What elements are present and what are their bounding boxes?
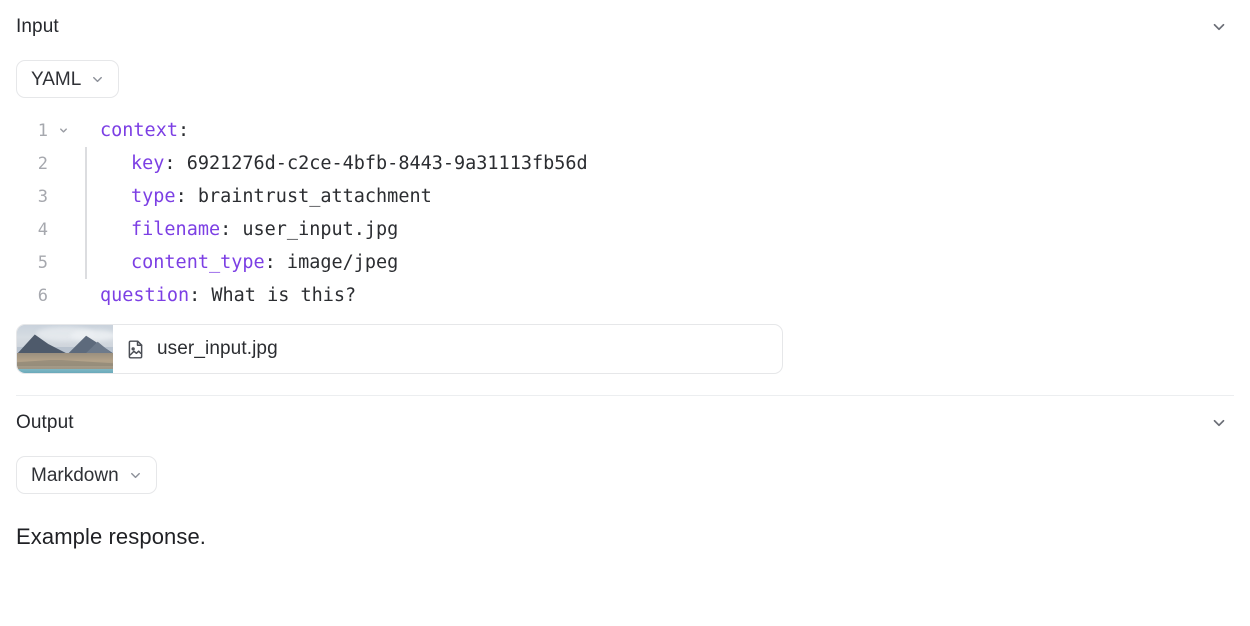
input-section-header[interactable]: Input: [0, 0, 1250, 54]
yaml-value: : user_input.jpg: [220, 219, 399, 240]
code-line: 1 context:: [0, 114, 1250, 147]
chevron-down-icon[interactable]: [52, 114, 74, 147]
yaml-value: : image/jpeg: [264, 252, 399, 273]
code-line-text: key: 6921276d-c2ce-4bfb-8443-9a31113fb56…: [100, 147, 588, 180]
indent-guide: [74, 147, 100, 180]
line-number: 4: [37, 220, 48, 240]
line-number: 2: [37, 154, 48, 174]
yaml-key: question: [100, 285, 190, 306]
chevron-down-icon: [90, 72, 105, 87]
yaml-value: : braintrust_attachment: [175, 186, 432, 207]
input-format-dropdown[interactable]: YAML: [16, 60, 120, 98]
chevron-down-icon: [128, 468, 143, 483]
yaml-key: context: [100, 120, 178, 141]
code-line: 6 question: What is this?: [0, 279, 1250, 312]
indent-guide: [74, 246, 100, 279]
output-section-title: Output: [16, 412, 74, 433]
yaml-key: content_type: [131, 252, 265, 273]
output-format-label: Markdown: [31, 464, 119, 486]
code-line-text: question: What is this?: [100, 279, 356, 312]
code-line-text: type: braintrust_attachment: [100, 180, 432, 213]
section-divider: [16, 395, 1234, 396]
indent-guide: [74, 114, 100, 147]
input-section-title: Input: [16, 16, 59, 37]
code-line-text: content_type: image/jpeg: [100, 246, 398, 279]
yaml-value: : 6921276d-c2ce-4bfb-8443-9a31113fb56d: [164, 153, 588, 174]
code-line-text: filename: user_input.jpg: [100, 213, 398, 246]
code-line-text: context:: [100, 114, 189, 147]
code-line: 3 type: braintrust_attachment: [0, 180, 1250, 213]
line-number: 5: [37, 253, 48, 273]
indent-guide: [74, 180, 100, 213]
attachment-area: user_input.jpg: [0, 312, 1250, 374]
indent-guide: [74, 279, 100, 312]
line-number: 6: [37, 286, 48, 306]
attachment-filename: user_input.jpg: [157, 338, 278, 359]
line-number: 1: [37, 121, 48, 141]
yaml-key: type: [131, 186, 176, 207]
output-section-header[interactable]: Output: [0, 396, 1250, 450]
input-format-label: YAML: [31, 68, 82, 90]
mountain-landscape-thumbnail[interactable]: [17, 325, 113, 373]
output-markdown-body: Example response.: [16, 524, 207, 549]
yaml-value: :: [177, 120, 190, 141]
output-format-dropdown[interactable]: Markdown: [16, 456, 157, 494]
yaml-value: : What is this?: [189, 285, 357, 306]
chevron-down-icon[interactable]: [1206, 410, 1232, 436]
yaml-key: filename: [131, 219, 221, 240]
output-format-row: Markdown: [0, 450, 1250, 498]
code-line: 4 filename: user_input.jpg: [0, 213, 1250, 246]
yaml-code-viewer[interactable]: 1 context: 2 key: 6921276d-c2ce-4bfb-8443-9…: [0, 114, 1250, 312]
yaml-key: key: [131, 153, 165, 174]
line-number: 3: [37, 187, 48, 207]
attachment-chip[interactable]: user_input.jpg: [16, 324, 783, 374]
chevron-down-icon[interactable]: [1206, 14, 1232, 40]
code-line: 2 key: 6921276d-c2ce-4bfb-8443-9a31113fb5…: [0, 147, 1250, 180]
file-image-icon: [113, 339, 157, 360]
input-format-row: YAML: [0, 54, 1250, 102]
code-line: 5 content_type: image/jpeg: [0, 246, 1250, 279]
indent-guide: [74, 213, 100, 246]
